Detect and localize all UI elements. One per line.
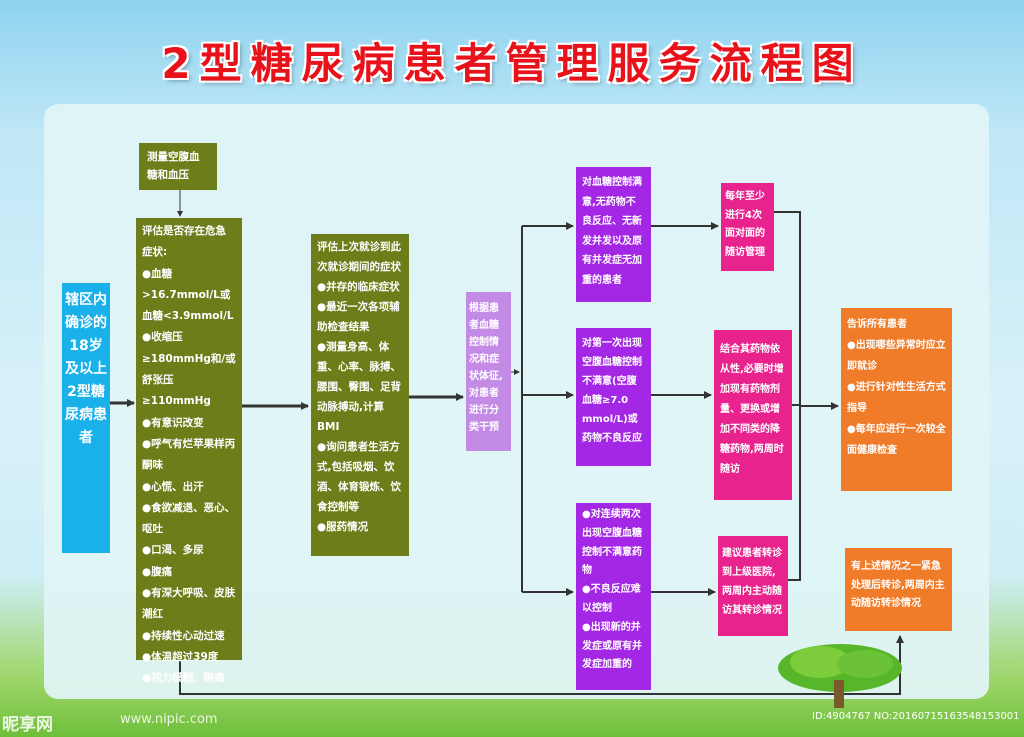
classify-text: 根据患者血糖控制情况和症状体征,对患者进行分类干预 <box>469 303 503 433</box>
twice-unsatisfied-text: ●对连续两次出现空腹血糖控制不满意药物 ●不良反应难以控制 ●出现新的并发症或原… <box>582 509 642 671</box>
adjust-medication-box: 结合其药物依从性,必要时增加现有药物剂量、更换或增加不同类的降糖药物,两周时随访 <box>714 330 792 500</box>
page-title: 2型糖尿病患者管理服务流程图 <box>161 39 863 88</box>
watermark-brand: 昵享网 <box>2 715 53 735</box>
classify-box: 根据患者血糖控制情况和症状体征,对患者进行分类干预 <box>466 292 511 451</box>
patients-box: 辖区内确诊的18岁及以上2型糖尿病患者 <box>62 283 110 553</box>
assessment-box: 评估上次就诊到此次就诊期间的症状 ●并存的临床症状 ●最近一次各项辅助检查结果 … <box>311 234 409 556</box>
tell-all-patients-text: 告诉所有患者 ●出现哪些异常时应立即就诊 ●进行针对性生活方式指导 ●每年应进行… <box>847 319 946 456</box>
emergency-referral-text: 有上述情况之一紧急处理后转诊,两周内主动随访转诊情况 <box>851 561 945 609</box>
patients-text: 辖区内确诊的18岁及以上2型糖尿病患者 <box>65 292 107 446</box>
emergency-referral-box: 有上述情况之一紧急处理后转诊,两周内主动随访转诊情况 <box>845 548 952 631</box>
referral-box: 建议患者转诊到上级医院,两周内主动随访其转诊情况 <box>718 536 788 636</box>
image-id: ID:4904767 NO:20160715163548153001 <box>812 711 1020 722</box>
quarterly-followup-text: 每年至少进行4次面对面的随访管理 <box>725 191 765 258</box>
first-unsatisfied-box: 对第一次出现空腹血糖控制不满意(空腹血糖≥7.0 mmol/L)或药物不良反应 <box>576 328 651 466</box>
first-unsatisfied-text: 对第一次出现空腹血糖控制不满意(空腹血糖≥7.0 mmol/L)或药物不良反应 <box>582 338 642 444</box>
measure-text: 测量空腹血糖和血压 <box>147 151 200 181</box>
measure-box: 测量空腹血糖和血压 <box>139 143 217 190</box>
watermark-url: www.nipic.com <box>120 712 218 727</box>
merge-line <box>774 211 801 581</box>
emergency-assessment-text: 评估是否存在危急症状: ●血糖>16.7mmol/L或血糖<3.9mmol/L … <box>142 225 236 685</box>
quarterly-followup-box: 每年至少进行4次面对面的随访管理 <box>721 183 774 271</box>
satisfied-box: 对血糖控制满意,无药物不良反应、无新发并发以及原有并发症无加重的患者 <box>576 167 651 302</box>
tree-decoration <box>778 644 902 708</box>
adjust-medication-text: 结合其药物依从性,必要时增加现有药物剂量、更换或增加不同类的降糖药物,两周时随访 <box>720 344 784 475</box>
twice-unsatisfied-box: ●对连续两次出现空腹血糖控制不满意药物 ●不良反应难以控制 ●出现新的并发症或原… <box>576 503 651 690</box>
tell-all-patients-box: 告诉所有患者 ●出现哪些异常时应立即就诊 ●进行针对性生活方式指导 ●每年应进行… <box>841 308 952 491</box>
referral-text: 建议患者转诊到上级医院,两周内主动随访其转诊情况 <box>722 548 782 616</box>
satisfied-text: 对血糖控制满意,无药物不良反应、无新发并发以及原有并发症无加重的患者 <box>582 177 642 286</box>
assessment-text: 评估上次就诊到此次就诊期间的症状 ●并存的临床症状 ●最近一次各项辅助检查结果 … <box>317 241 401 533</box>
emergency-assessment-box: 评估是否存在危急症状: ●血糖>16.7mmol/L或血糖<3.9mmol/L … <box>136 218 242 684</box>
